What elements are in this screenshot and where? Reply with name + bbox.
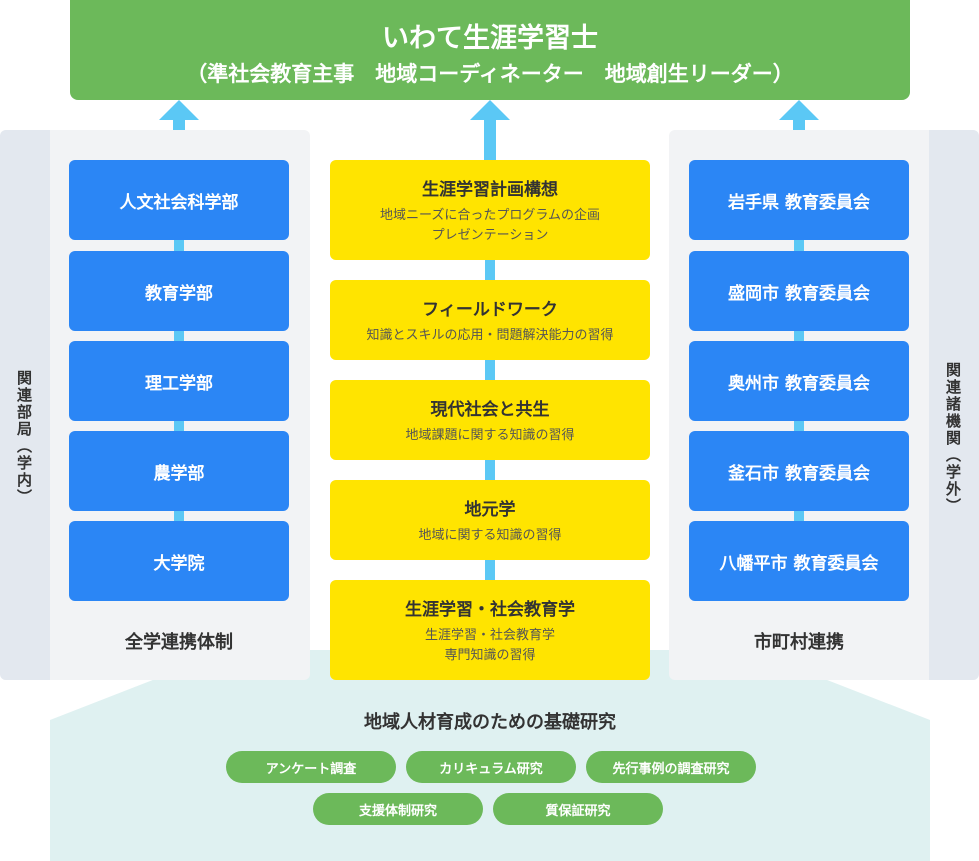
center-item: フィールドワーク 知識とスキルの応用・問題解決能力の習得 [330,280,650,360]
left-side-label: 関連部局（学内） [15,370,33,506]
center-item-title: 地元学 [464,499,516,520]
left-item: 大学院 [69,521,289,601]
left-item: 教育学部 [69,251,289,331]
arrowhead-right [779,100,819,120]
center-item-title: 生涯学習・社会教育学 [405,599,575,620]
research-tag: カリキュラム研究 [406,751,576,783]
left-strip [0,130,50,680]
center-item-desc: 地域に関する知識の習得 [418,527,562,543]
header-subtitle: （準社会教育主事 地域コーディネーター 地域創生リーダー） [186,62,794,86]
research-tag: アンケート調査 [226,751,396,783]
center-item-title: 現代社会と共生 [430,399,550,420]
header-title: いわて生涯学習士 [382,23,598,54]
research-title: 地域人材育成のための基礎研究 [364,712,616,733]
right-item: 釜石市 教育委員会 [689,431,909,511]
right-item: 盛岡市 教育委員会 [689,251,909,331]
research-tag: 質保証研究 [493,793,663,825]
left-item: 理工学部 [69,341,289,421]
center-item-title: 生涯学習計画構想 [422,179,558,200]
research-tag: 支援体制研究 [313,793,483,825]
right-item: 八幡平市 教育委員会 [689,521,909,601]
center-item-desc: 生涯学習・社会教育学 専門知識の習得 [424,627,555,663]
left-item: 農学部 [69,431,289,511]
left-item: 人文社会科学部 [69,160,289,240]
header-banner: いわて生涯学習士 （準社会教育主事 地域コーディネーター 地域創生リーダー） [70,0,910,100]
arrowhead-center [470,100,510,120]
center-item-desc: 地域ニーズに合ったプログラムの企画 プレゼンテーション [380,207,600,243]
research-tag: 先行事例の調査研究 [586,751,756,783]
center-item: 生涯学習・社会教育学 生涯学習・社会教育学 専門知識の習得 [330,580,650,680]
right-item: 奥州市 教育委員会 [689,341,909,421]
right-side-label: 関連諸機関（学外） [944,362,962,515]
right-item: 岩手県 教育委員会 [689,160,909,240]
center-item-desc: 知識とスキルの応用・問題解決能力の習得 [366,327,614,343]
right-footer: 市町村連携 [754,632,844,653]
right-strip [929,130,979,680]
arrowhead-left [159,100,199,120]
center-item-desc: 地域課題に関する知識の習得 [405,427,575,443]
center-item-title: フィールドワーク [422,299,558,320]
arrow-center [484,118,496,160]
left-footer: 全学連携体制 [125,632,233,653]
center-item: 生涯学習計画構想 地域ニーズに合ったプログラムの企画 プレゼンテーション [330,160,650,260]
center-item: 現代社会と共生 地域課題に関する知識の習得 [330,380,650,460]
center-item: 地元学 地域に関する知識の習得 [330,480,650,560]
